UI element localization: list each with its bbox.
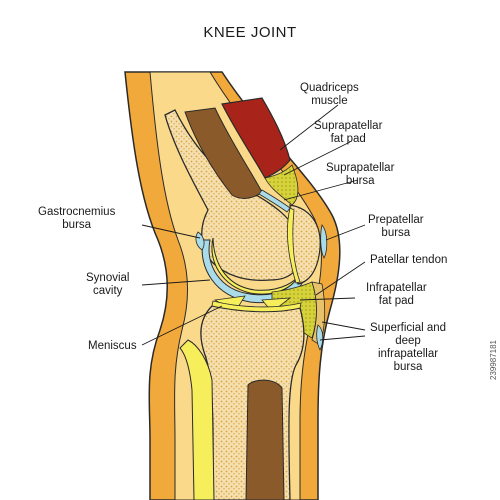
deep-infrapatellar-bursa	[316, 324, 324, 351]
suprapatellar-bursa	[258, 189, 291, 213]
tibial-cartilage	[211, 300, 302, 313]
gastrocnemius-bursa	[195, 231, 205, 251]
label-meniscus: Meniscus	[88, 340, 137, 352]
page-title: KNEE JOINT	[203, 24, 297, 41]
tibia-marrow	[245, 379, 285, 500]
fibula	[179, 339, 215, 500]
femur-marrow	[184, 107, 263, 199]
meniscus-anterior	[261, 297, 292, 313]
label-patellar-tendon: Patellar tendon	[370, 254, 448, 266]
stock-id: 239987181	[489, 340, 498, 381]
patellar-cartilage	[287, 207, 301, 284]
quadriceps-muscle	[221, 97, 291, 179]
prepatellar-bursa	[320, 224, 328, 259]
leader-lines	[141, 104, 366, 346]
suprapatellar-fat-pad	[264, 164, 299, 206]
